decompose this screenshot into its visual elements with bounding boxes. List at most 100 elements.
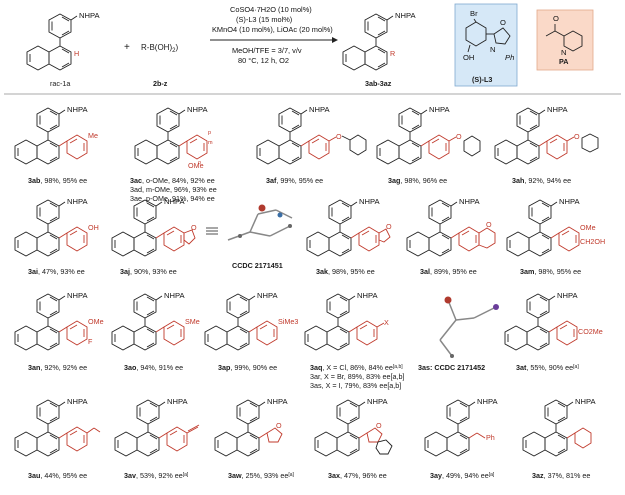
svg-text:F: F: [88, 337, 93, 346]
product-3ai: NHPA OH: [14, 197, 99, 257]
svg-text:NHPA: NHPA: [575, 397, 596, 406]
product-label-3an: 3an, 92%, 92% ee: [28, 363, 87, 372]
pa-box: [536, 9, 594, 71]
product-3ax: NHPA O: [314, 397, 393, 457]
product-3ap: NHPA SiMe3: [204, 291, 298, 351]
boronic-acid-formula: R-B(OH)2): [141, 43, 178, 54]
svg-text:O: O: [191, 223, 197, 232]
ccdc-label-2: 3as: CCDC 2171452: [418, 363, 485, 372]
product-label-3ad: 3ad, m-OMe, 96%, 93% ee: [130, 185, 217, 194]
product-3ak: NHPA O: [306, 197, 392, 257]
condition-line-1: CoSO4·7H2O (10 mol%): [230, 5, 312, 14]
product-3ab: NHPA Me: [14, 105, 98, 165]
svg-text:NHPA: NHPA: [67, 197, 88, 206]
product-label-3ah: 3ah, 92%, 94% ee: [512, 176, 571, 185]
product-label-3aj: 3aj, 90%, 93% ee: [120, 267, 177, 276]
ligand-n-label: N: [490, 45, 495, 54]
svg-text:NHPA: NHPA: [459, 197, 480, 206]
ligand-oh-label: OH: [463, 53, 474, 62]
svg-text:NHPA: NHPA: [257, 291, 278, 300]
svg-text:OMe: OMe: [580, 223, 596, 232]
reactant-2-label: 2b-z: [153, 79, 168, 88]
svg-text:NHPA: NHPA: [164, 291, 185, 300]
h-atom-label: H: [74, 49, 79, 58]
svg-text:NHPA: NHPA: [367, 397, 388, 406]
product-3ay: NHPA Ph: [424, 397, 498, 457]
condition-line-4: MeOH/TFE = 3/7, v/v: [232, 46, 302, 55]
product-label-3ai: 3ai, 47%, 93% ee: [28, 267, 85, 276]
svg-text:NHPA: NHPA: [67, 397, 88, 406]
reaction-arrow-head: [332, 37, 338, 43]
svg-text:p: p: [208, 130, 211, 136]
product-label-3az: 3az, 37%, 81% ee: [532, 471, 590, 480]
product-label-3ao: 3ao, 94%, 91% ee: [124, 363, 183, 372]
product-label-3aq: 3aq, X = Cl, 86%, 84% ee[a,b]: [310, 363, 403, 372]
svg-text:O: O: [456, 132, 462, 141]
svg-text:NHPA: NHPA: [187, 105, 208, 114]
ligand-br-label: Br: [470, 9, 478, 18]
product-label-3ac: 3ac, o-OMe, 84%, 92% ee: [130, 176, 215, 185]
svg-text:NHPA: NHPA: [477, 397, 498, 406]
product-range-label: 3ab-3az: [365, 79, 392, 88]
svg-text:NHPA: NHPA: [164, 197, 185, 206]
svg-text:NHPA: NHPA: [557, 291, 578, 300]
ligand-structure: Br OH O N Ph: [463, 9, 514, 62]
product-3aj: NHPA O: [111, 197, 197, 257]
product-3ab-3az-structure: NHPA R: [342, 11, 416, 71]
svg-text:SMe: SMe: [185, 317, 200, 326]
svg-text:NHPA: NHPA: [547, 105, 568, 114]
crystal-structure-1: [227, 204, 293, 241]
product-label-3af: 3af, 99%, 95% ee: [266, 176, 323, 185]
product-label-3ag: 3ag, 98%, 96% ee: [388, 176, 447, 185]
product-label-3at: 3at, 55%, 90% ee[a]: [516, 363, 579, 372]
svg-text:NHPA: NHPA: [67, 105, 88, 114]
product-3am: NHPA OMe CH2OH: [506, 197, 605, 257]
svg-text:O: O: [486, 220, 492, 229]
svg-text:o: o: [198, 160, 201, 166]
svg-text:Me: Me: [88, 131, 98, 140]
product-label-3ay: 3ay, 49%, 94% ee[a]: [430, 471, 495, 480]
product-3av: NHPA: [114, 397, 200, 457]
pa-structure: O N: [545, 14, 583, 57]
product-label-3ap: 3ap, 99%, 90% ee: [218, 363, 277, 372]
ligand-name: (S)-L3: [472, 75, 492, 84]
svg-text:SiMe3: SiMe3: [278, 317, 298, 326]
product-3az: NHPA: [522, 397, 596, 457]
svg-text:O: O: [376, 421, 382, 430]
pa-o-label: O: [553, 14, 559, 23]
product-label-3ak: 3ak, 98%, 95% ee: [316, 267, 375, 276]
plus-sign: +: [124, 42, 130, 53]
svg-text:O: O: [574, 132, 580, 141]
svg-text:OMe: OMe: [188, 161, 204, 170]
product-label-3ax: 3ax, 47%, 96% ee: [328, 471, 387, 480]
svg-text:NHPA: NHPA: [357, 291, 378, 300]
product-label-3ae: 3ae, p-OMe, 91%, 94% ee: [130, 194, 215, 203]
product-3aw: NHPA O: [214, 397, 288, 457]
reactant-1a-structure: NHPA H: [26, 11, 100, 71]
product-3ac: NHPA p m o OMe: [134, 105, 213, 170]
svg-text:NHPA: NHPA: [559, 197, 580, 206]
svg-text:O: O: [336, 132, 342, 141]
svg-text:NHPA: NHPA: [359, 197, 380, 206]
ligand-o-label: O: [500, 18, 506, 27]
svg-text:m: m: [208, 140, 213, 146]
svg-text:CO2Me: CO2Me: [578, 327, 603, 336]
product-3ah: NHPA O: [494, 105, 599, 165]
product-3af: NHPA O: [256, 105, 367, 165]
product-label-3au: 3au, 44%, 95% ee: [28, 471, 87, 480]
r-group-label: R: [390, 49, 395, 58]
product-3ag: NHPA O: [376, 105, 481, 165]
condition-line-5: 80 °C, 12 h, O2: [238, 56, 289, 65]
product-label-3am: 3am, 98%, 95% ee: [520, 267, 581, 276]
svg-text:NHPA: NHPA: [167, 397, 188, 406]
svg-text:NHPA: NHPA: [309, 105, 330, 114]
pa-name: PA: [559, 57, 568, 66]
condition-line-2: (S)-L3 (15 mol%): [236, 15, 292, 24]
product-3au: NHPA: [14, 397, 101, 457]
product-label-3ab: 3ab, 98%, 95% ee: [28, 176, 87, 185]
svg-text:NHPA: NHPA: [429, 105, 450, 114]
product-label-3ar: 3ar, X = Br, 89%, 83% ee[a,b]: [310, 372, 405, 381]
svg-text:O: O: [386, 222, 392, 231]
reaction-conditions: CoSO4·7H2O (10 mol%) (S)-L3 (15 mol%) KM…: [210, 5, 338, 65]
